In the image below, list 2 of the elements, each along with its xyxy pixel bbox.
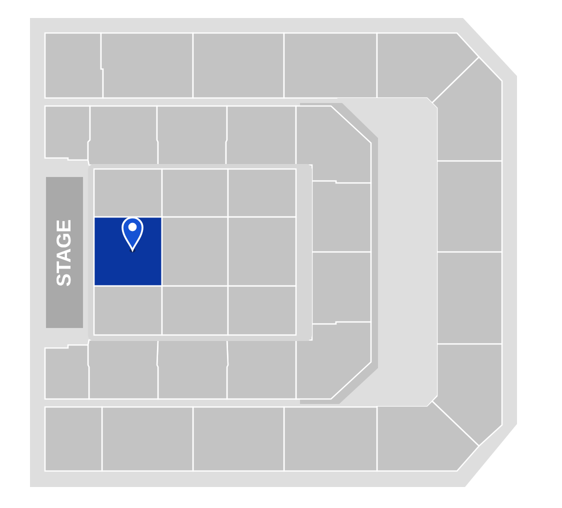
stage-label: STAGE [54, 218, 74, 286]
stage-box [46, 177, 83, 328]
